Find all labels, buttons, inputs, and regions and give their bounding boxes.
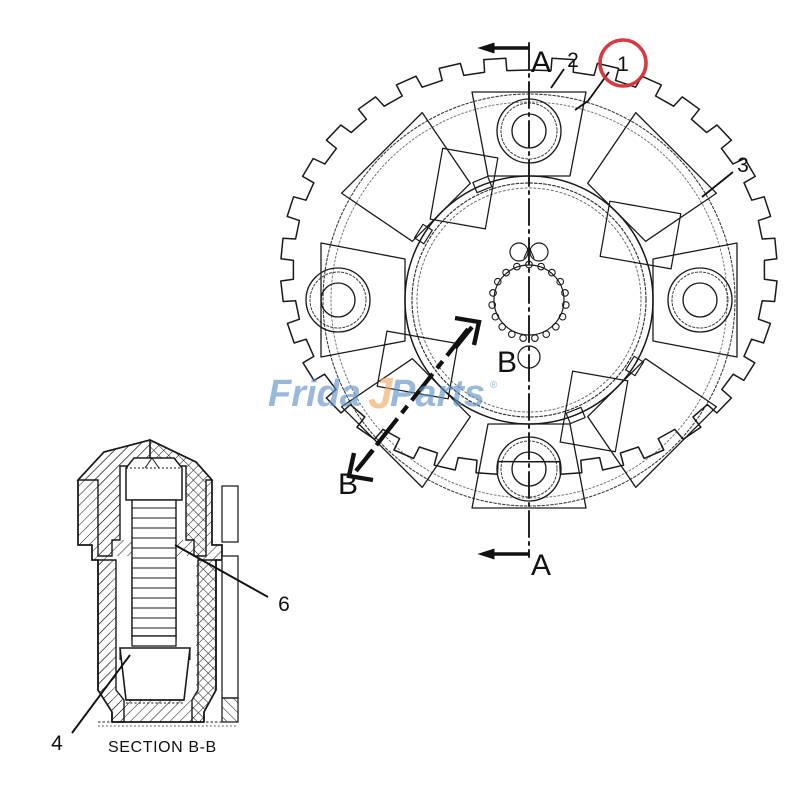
- section-line-b-b: [358, 327, 470, 468]
- callout-leaders: [550, 68, 734, 198]
- bushing: [119, 647, 191, 704]
- leader-4: [71, 654, 131, 734]
- bolt-head: [125, 457, 183, 501]
- lower-left-wall: [97, 559, 125, 723]
- leader-3: [701, 171, 734, 198]
- arrow-b-upper: [453, 315, 482, 350]
- side-plate: [98, 485, 239, 727]
- callout-label-6: 6: [278, 593, 290, 616]
- flange-right-hatch: [149, 438, 214, 557]
- section-leaders: [71, 544, 269, 734]
- leader-1: [574, 71, 610, 111]
- section-arrows-a: [477, 42, 529, 560]
- section-marker-a-bottom: A: [531, 549, 551, 582]
- bolt-hole-right: [667, 267, 733, 333]
- callout-label-3: 3: [737, 154, 749, 177]
- coupling-segments: [320, 91, 738, 509]
- section-marker-b-lower: B: [338, 468, 358, 501]
- text-labels: 1 2 3 4 6 A A B B SECTION B-B: [51, 46, 749, 756]
- bolt-hole-left: [305, 267, 371, 333]
- arrow-b-lower: [346, 448, 375, 483]
- lower-right-wall: [191, 559, 217, 723]
- section-marker-b-upper: B: [497, 346, 517, 379]
- flange-left-hatch: [76, 439, 151, 557]
- rubber-pads: [376, 147, 682, 453]
- bolt-thread: [131, 499, 177, 647]
- arrow-a-bottom: [477, 548, 529, 560]
- arrow-a-top: [477, 42, 529, 54]
- section-bb-detail: [71, 438, 269, 734]
- leader-2: [550, 68, 565, 89]
- callout-label-2: 2: [567, 49, 579, 72]
- hub-tabs: [413, 175, 645, 425]
- callout-label-1: 1: [617, 53, 629, 76]
- leader-6: [174, 544, 269, 598]
- section-view-title: SECTION B-B: [108, 739, 217, 756]
- section-marker-a-top: A: [531, 46, 551, 79]
- section-arrows-b: [346, 315, 482, 483]
- callout-label-4: 4: [51, 732, 63, 755]
- flywheel-plan-view: [280, 42, 778, 558]
- callout-highlight-circle: [598, 38, 648, 88]
